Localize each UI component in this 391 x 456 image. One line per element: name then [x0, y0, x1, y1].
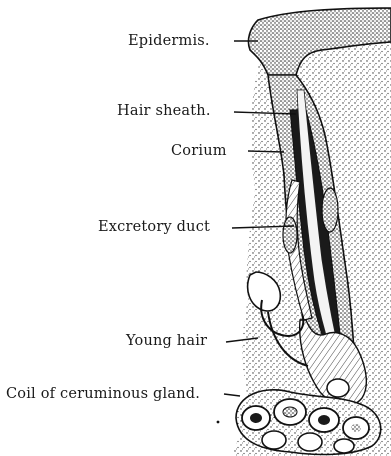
label-coil: Coil of ceruminous gland. [6, 386, 200, 402]
leader-corium [248, 151, 284, 152]
leader-coil [224, 394, 240, 396]
sebaceous-lobule [322, 188, 338, 232]
label-excretory-duct: Excretory duct [98, 219, 210, 235]
label-corium: Corium [171, 143, 227, 159]
label-hair-sheath: Hair sheath. [117, 103, 211, 119]
sebaceous-lobule [283, 217, 297, 253]
label-young-hair: Young hair [126, 333, 207, 349]
hair-papilla [327, 379, 349, 397]
label-epidermis: Epidermis. [128, 33, 210, 49]
dot-mark [217, 421, 220, 424]
